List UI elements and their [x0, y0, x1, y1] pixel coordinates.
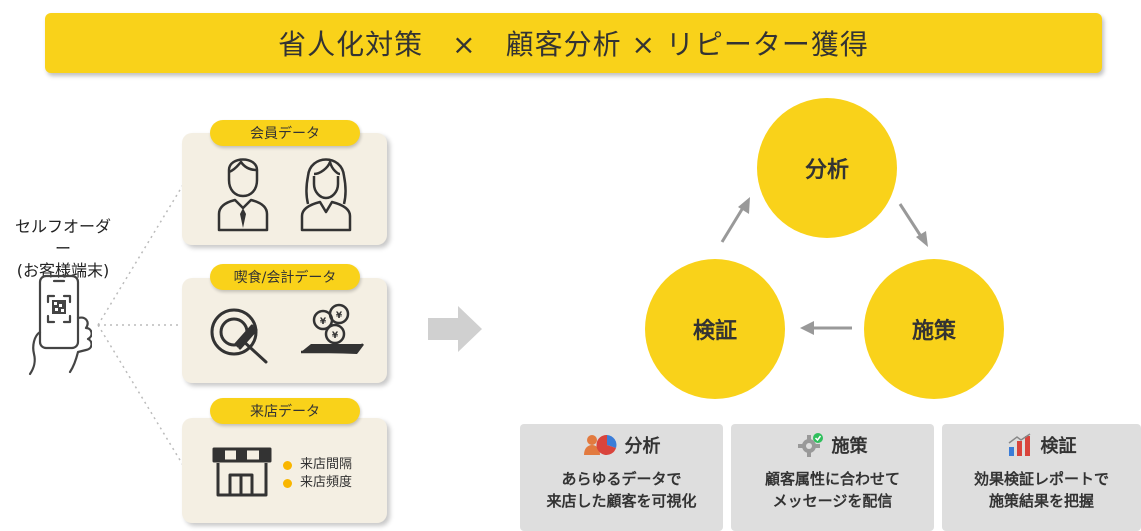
smartphone-qr-icon: [28, 274, 92, 376]
measure-box: 施策 顧客属性に合わせて メッセージを配信: [731, 424, 934, 531]
self-order-device-label: セルフオーダー (お客様端末): [8, 216, 118, 282]
male-person-icon: [217, 158, 269, 232]
device-label-line1: セルフオーダー: [14, 217, 111, 258]
list-item: 来店頻度: [283, 474, 352, 492]
measure-box-desc: 顧客属性に合わせて メッセージを配信: [731, 468, 934, 512]
svg-text:¥: ¥: [320, 317, 327, 327]
visit-frequency-label: 来店頻度: [300, 475, 353, 490]
verify-box-title-text: 検証: [1040, 436, 1077, 457]
gear-check-icon: [797, 433, 823, 457]
verify-desc-line1: 効果検証レポートで: [973, 470, 1109, 488]
bullet-dot: [283, 478, 292, 488]
svg-text:¥: ¥: [336, 311, 343, 321]
measure-desc-line2: メッセージを配信: [772, 492, 893, 510]
visit-data-tag: 来店データ: [210, 398, 360, 424]
visit-data-card: [182, 418, 387, 523]
verify-box-title: 検証: [942, 432, 1141, 458]
coins-tray-icon: ¥ ¥ ¥: [301, 303, 364, 354]
device-label-line2: (お客様端末): [16, 261, 110, 280]
female-person-icon: [300, 158, 352, 232]
verify-box: 検証 効果検証レポートで 施策結果を把握: [942, 424, 1141, 531]
dining-data-card: [182, 278, 387, 383]
svg-text:¥: ¥: [332, 331, 339, 341]
measure-desc-line1: 顧客属性に合わせて: [764, 470, 900, 488]
member-data-tag: 会員データ: [210, 120, 360, 146]
measure-box-title: 施策: [731, 432, 934, 458]
verify-circle-label: 検証: [692, 319, 737, 344]
member-data-card: [182, 133, 387, 245]
analysis-box-title: 分析: [520, 432, 723, 458]
list-item: 来店間隔: [283, 456, 352, 474]
measure-circle-label: 施策: [911, 319, 956, 344]
right-arrow-icon: [428, 306, 482, 352]
analysis-circle-label: 分析: [804, 158, 849, 183]
analysis-box: 分析 あらゆるデータで 来店した顧客を可視化: [520, 424, 723, 531]
cycle-arrows: [720, 197, 928, 335]
visit-interval-label: 来店間隔: [300, 457, 353, 472]
analysis-box-title-text: 分析: [624, 436, 661, 457]
bullet-dot: [283, 460, 292, 470]
analysis-desc-line1: あらゆるデータで: [561, 470, 682, 488]
verify-desc-line2: 施策結果を把握: [988, 492, 1094, 510]
dining-data-tag: 喫食/会計データ: [210, 264, 360, 290]
visit-metrics-list: 来店間隔 来店頻度: [283, 456, 352, 492]
banner-title: 省人化対策 × 顧客分析 × リピーター獲得: [278, 28, 869, 61]
person-pie-chart-icon: [583, 434, 616, 455]
bar-chart-icon: [1008, 433, 1030, 456]
store-front-icon: [212, 447, 272, 497]
plate-cutlery-icon: [210, 308, 268, 364]
verify-box-desc: 効果検証レポートで 施策結果を把握: [942, 468, 1141, 512]
title-banner: 省人化対策 × 顧客分析 × リピーター獲得: [45, 13, 1102, 73]
measure-box-title-text: 施策: [831, 436, 868, 457]
measure-circle: 施策: [864, 259, 1004, 399]
verify-circle: 検証: [645, 259, 785, 399]
analysis-box-desc: あらゆるデータで 来店した顧客を可視化: [520, 468, 723, 512]
analysis-desc-line2: 来店した顧客を可視化: [546, 492, 697, 510]
analysis-circle: 分析: [757, 98, 897, 238]
